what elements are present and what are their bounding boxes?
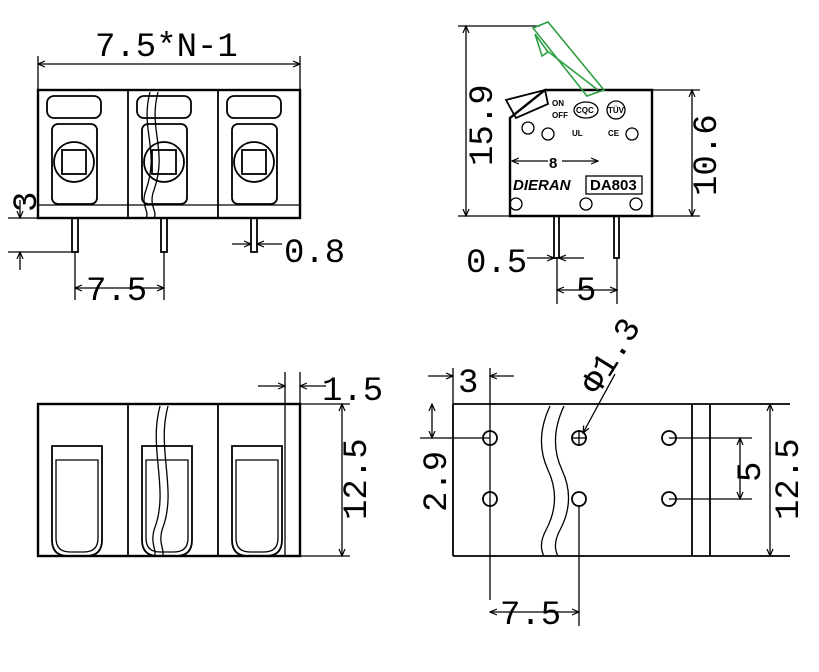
label-eight: 8: [549, 155, 557, 172]
cert-ce: CE: [608, 129, 620, 138]
dim-pitch: 7.5: [86, 273, 147, 311]
model-text: DA803: [590, 177, 637, 194]
dim-hole-diameter: Φ1.3: [575, 312, 650, 401]
cert-cqc: CQC: [576, 106, 594, 115]
pole-head-3: [226, 95, 282, 205]
dim-row-offset: 2.9: [419, 451, 457, 512]
dim-body-height: 10.6: [689, 114, 727, 196]
slot-2: [141, 445, 193, 557]
front-view: 7.5*N-1: [8, 29, 345, 311]
dim-wall-thickness: 1.5: [322, 373, 383, 411]
pcb-layout: 3 Φ1.3 2.9 5 12.5 7.5: [419, 312, 809, 635]
slot-3: [231, 445, 283, 557]
hole-row-top: [482, 430, 677, 446]
pole-head-2: [136, 95, 192, 205]
cert-tuv: TÜV: [608, 106, 625, 115]
dim-depth: 12.5: [339, 438, 377, 520]
dim-pin-spacing: 5: [576, 273, 596, 311]
label-off: OFF: [552, 111, 568, 120]
top-view: 1.5 12.5: [36, 372, 383, 558]
slot-1: [51, 445, 103, 557]
dim-total-width: 7.5*N-1: [95, 29, 238, 67]
dim-pin-length: 3: [9, 192, 47, 212]
dim-row-spacing: 5: [733, 462, 771, 482]
side-view: 15.9 ON OFF CQC TÜV UL CE 8 DIERAN DA803: [458, 21, 727, 311]
dim-pin-width: 0.8: [284, 235, 345, 273]
brand-text: DIERAN: [513, 177, 572, 194]
hole-row-bottom: [482, 491, 677, 507]
cert-ul: UL: [572, 129, 583, 138]
dim-pin-thickness: 0.5: [466, 245, 527, 283]
pole-head-1: [46, 95, 102, 205]
break-line: [143, 91, 152, 219]
dim-edge-offset: 3: [458, 365, 478, 403]
label-on: ON: [552, 99, 564, 108]
dim-overall-height: 15.9: [465, 84, 503, 166]
dim-pcb-depth: 12.5: [771, 438, 809, 520]
dim-pcb-pitch: 7.5: [500, 597, 561, 635]
